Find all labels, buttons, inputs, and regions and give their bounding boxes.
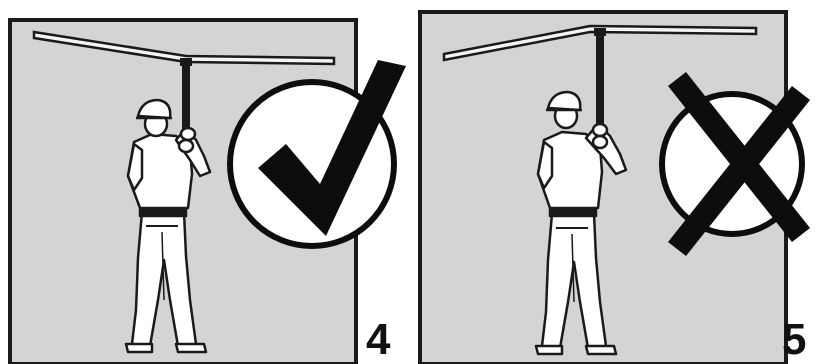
step-number: 5: [782, 318, 806, 362]
support-pole: [182, 60, 190, 136]
step-number: 4: [366, 318, 390, 362]
illustration-step-4: [0, 0, 410, 364]
panel-step-5: 5: [410, 0, 816, 364]
support-pole: [596, 30, 604, 126]
cross-icon: [662, 72, 810, 256]
panel-step-4: 4: [0, 0, 410, 364]
illustration-step-5: [410, 0, 816, 364]
